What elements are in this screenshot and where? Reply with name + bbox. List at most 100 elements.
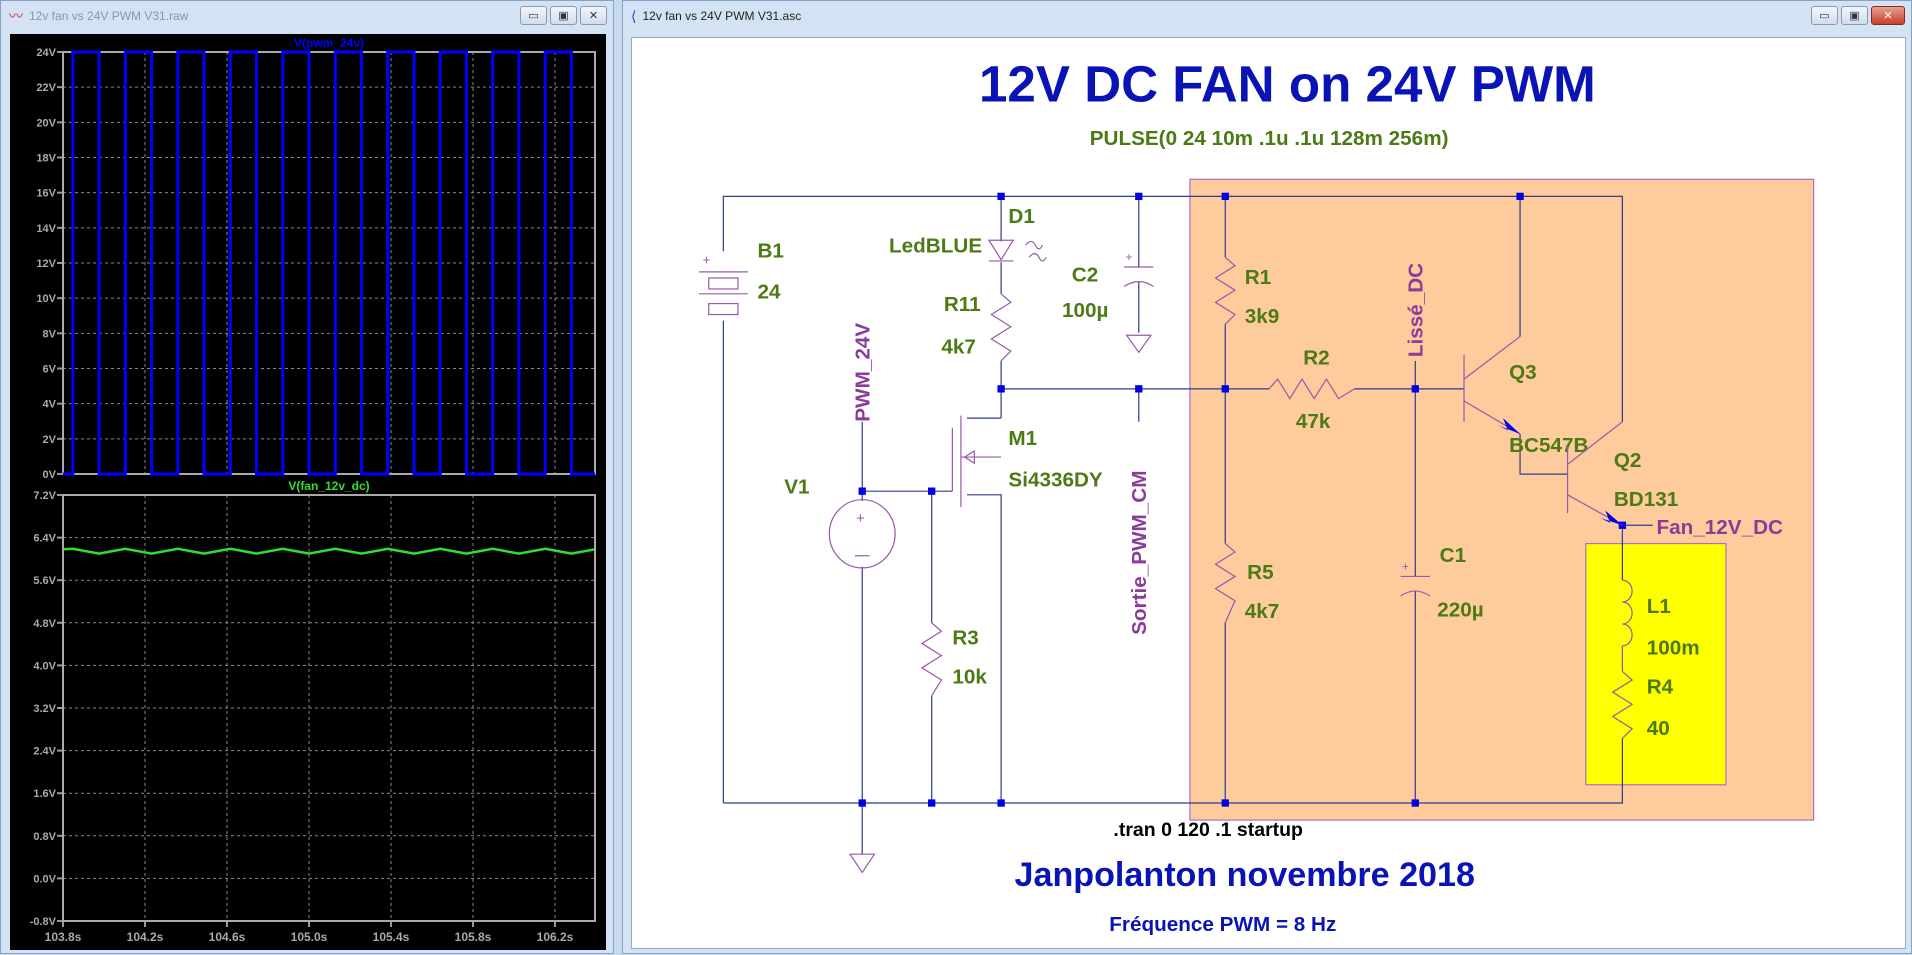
author-note: Janpolanton novembre 2018 (1015, 856, 1475, 894)
capacitor-c1[interactable]: + C1 220µ (1400, 544, 1484, 622)
r5-label: R5 (1247, 561, 1273, 584)
x-tick-label: 105.8s (455, 930, 492, 944)
q3-label: Q3 (1509, 361, 1537, 384)
x-tick-label: 104.2s (127, 930, 164, 944)
maximize-button[interactable]: ▣ (1841, 6, 1868, 25)
m1-value: Si4336DY (1008, 468, 1103, 491)
transistor-q2[interactable]: Q2 BD131 (1566, 421, 1679, 526)
svg-text:+: + (856, 511, 865, 527)
plus-sign: + (703, 253, 711, 268)
d1-value: LedBLUE (889, 234, 982, 257)
b1-value: 24 (757, 281, 781, 304)
r5-value: 4k7 (1245, 600, 1280, 623)
r4-value: 40 (1647, 717, 1670, 740)
resistor-r5[interactable]: R5 4k7 (1214, 543, 1280, 623)
ground-icon (1125, 334, 1153, 354)
x-tick-label: 103.8s (45, 930, 82, 944)
tran-directive[interactable]: .tran 0 120 .1 startup (1113, 819, 1303, 841)
minimize-button[interactable]: ▭ (520, 6, 547, 25)
x-tick-label: 106.2s (537, 930, 574, 944)
y-tick-label: 4V (43, 399, 57, 411)
y-tick-label: 2V (43, 434, 57, 446)
resistor-r2[interactable]: R2 47k (1268, 346, 1355, 433)
resistor-r11[interactable]: R11 4k7 (941, 293, 1013, 362)
b1-label: B1 (757, 239, 783, 262)
x-tick-label: 105.4s (373, 930, 410, 944)
y-tick-label: 6V (43, 364, 57, 376)
y-tick-label: 4.8V (33, 618, 56, 630)
minimize-button[interactable]: ▭ (1811, 6, 1838, 25)
schematic-title: 12V DC FAN on 24V PWM (979, 55, 1596, 112)
y-tick-label: 5.6V (33, 575, 56, 587)
net-label-pwm-24v[interactable]: PWM_24V (852, 323, 875, 422)
y-tick-label: 14V (36, 223, 56, 235)
x-tick-label: 104.6s (209, 930, 246, 944)
schematic-app-icon: ⟨ (631, 7, 637, 24)
battery-b1[interactable]: + B1 24 (699, 239, 784, 316)
waveform-titlebar[interactable]: 〰 12v fan vs 24V PWM V31.raw ▭ ▣ ✕ (1, 1, 613, 31)
r2-value: 47k (1296, 410, 1331, 433)
y-tick-label: 3.2V (33, 703, 56, 715)
r4-label: R4 (1647, 675, 1674, 698)
v1-label: V1 (784, 476, 809, 499)
trace-title: V(pwm_24v) (294, 36, 364, 50)
close-button[interactable]: ✕ (1871, 6, 1905, 25)
net-label-sortie-pwm-cm[interactable]: Sortie_PWM_CM (1128, 471, 1151, 635)
y-tick-label: 10V (36, 293, 56, 305)
net-label-fan-12v-dc[interactable]: Fan_12V_DC (1656, 516, 1783, 539)
waveform-plots[interactable]: 24V22V20V18V16V14V12V10V8V6V4V2V0VV(pwm_… (10, 34, 606, 950)
fan-model-box (1585, 542, 1727, 786)
q3-value: BC547B (1509, 434, 1588, 457)
resistor-r4[interactable]: R4 40 (1611, 671, 1674, 740)
schematic-window: ⟨ 12v fan vs 24V PWM V31.asc ▭ ▣ ✕ 12V D… (622, 0, 1912, 954)
close-button[interactable]: ✕ (580, 6, 607, 25)
r3-label: R3 (952, 627, 978, 650)
trace-fan-12v-dc (62, 547, 596, 555)
r3-value: 10k (952, 666, 987, 689)
r1-label: R1 (1245, 266, 1271, 289)
resistor-r3[interactable]: R3 10k (920, 622, 987, 697)
l1-value: 100m (1647, 636, 1700, 659)
c1-value: 220µ (1437, 599, 1483, 622)
l1-label: L1 (1647, 595, 1671, 618)
q2-value: BD131 (1614, 488, 1678, 511)
y-tick-label: 24V (36, 47, 56, 59)
voltage-source-v1[interactable]: + V1 (784, 476, 896, 874)
trace-title: V(fan_12v_dc) (288, 479, 369, 493)
y-tick-label: 0.0V (33, 873, 56, 885)
m1-label: M1 (1008, 427, 1037, 450)
mosfet-m1[interactable]: M1 Si4336DY (951, 415, 1103, 508)
schematic-titlebar[interactable]: ⟨ 12v fan vs 24V PWM V31.asc ▭ ▣ ✕ (623, 1, 1911, 31)
y-tick-label: 7.2V (33, 490, 56, 502)
y-tick-label: 4.0V (33, 660, 56, 672)
inductor-l1[interactable]: L1 100m (1621, 579, 1700, 672)
resistor-r1[interactable]: R1 3k9 (1214, 256, 1280, 328)
r2-label: R2 (1303, 346, 1329, 369)
y-tick-label: 0.8V (33, 831, 56, 843)
c2-label: C2 (1072, 264, 1098, 287)
svg-text:+: + (1402, 559, 1409, 573)
pulse-directive[interactable]: PULSE(0 24 10m .1u .1u 128m 256m) (1090, 127, 1449, 150)
waveform-window: 〰 12v fan vs 24V PWM V31.raw ▭ ▣ ✕ 24V 22… (0, 0, 614, 954)
capacitor-c2[interactable]: + C2 100µ (1062, 250, 1154, 354)
y-tick-label: 22V (36, 82, 56, 94)
schematic-canvas[interactable]: 12V DC FAN on 24V PWM PULSE(0 24 10m .1u… (631, 37, 1906, 949)
waveform-window-title: 12v fan vs 24V PWM V31.raw (29, 9, 189, 23)
light-emission-icon (1025, 240, 1047, 262)
maximize-button[interactable]: ▣ (550, 6, 577, 25)
schematic-window-title: 12v fan vs 24V PWM V31.asc (642, 9, 802, 23)
transistor-q3[interactable]: Q3 BC547B (1463, 335, 1588, 457)
schematic-drawing[interactable]: 12V DC FAN on 24V PWM PULSE(0 24 10m .1u… (632, 38, 1905, 948)
y-tick-label: 12V (36, 258, 56, 270)
r11-value: 4k7 (941, 336, 976, 359)
d1-label: D1 (1008, 205, 1034, 228)
y-tick-label: 2.4V (33, 746, 56, 758)
net-label-lisse-dc[interactable]: Lissé_DC (1405, 263, 1428, 357)
waveform-app-icon: 〰 (9, 8, 23, 24)
x-tick-label: 105.0s (291, 930, 328, 944)
y-tick-label: 8V (43, 328, 57, 340)
led-d1[interactable]: D1 LedBLUE (889, 205, 1047, 262)
c2-value: 100µ (1062, 299, 1108, 322)
frequency-note: Fréquence PWM = 8 Hz (1109, 913, 1336, 936)
